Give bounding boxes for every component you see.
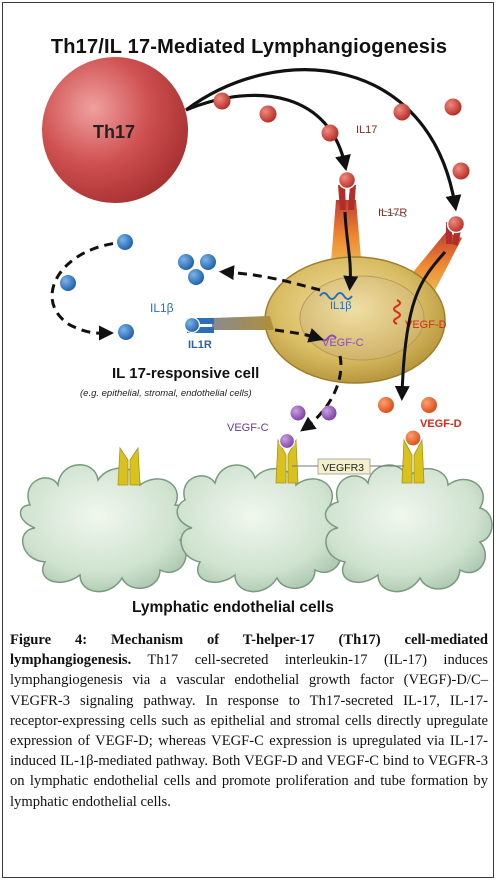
vegfr3-receptor-left [117, 446, 141, 486]
vegfd-molecules [378, 397, 437, 413]
il1b-molecules [60, 234, 216, 340]
vegfd-mrna [393, 299, 401, 325]
il17r-label: IL17R [378, 207, 407, 219]
th17-cell: Th17 [42, 57, 188, 203]
il17-label: IL17 [356, 124, 377, 136]
vegfc-outer-label: VEGF-C [227, 422, 269, 434]
caption-figure-label: Figure 4: Mechanism of T-helper-17 (Th17… [10, 632, 488, 669]
il17r-receptor-right [446, 214, 466, 246]
il17-responsive-cell [212, 200, 462, 384]
lymphatic-cells-label: Lymphatic endothelial cells [132, 599, 334, 616]
vegfr3-receptor-right [401, 429, 425, 484]
il1b-inner-label: IL1β [330, 300, 352, 312]
lymphangiogenesis-diagram: Th17 IL17 IL17R IL1β [19, 57, 493, 616]
il17-secretion-arrows [185, 68, 462, 212]
il1r-receptor [183, 316, 214, 334]
vegfc-inner-label: VEGF-C [322, 337, 364, 349]
diagram-title: Th17/IL 17-Mediated Lymphangiogenesis [50, 36, 448, 58]
lymphatic-cells [19, 464, 493, 593]
vegfr3-receptor-middle [275, 432, 299, 484]
caption-text: Th17 cell-secreted interleukin-17 (IL-17… [10, 652, 488, 810]
responsive-cell-sublabel: (e.g. epithelial, stromal, endothelial c… [80, 388, 252, 399]
dashed-arrows [50, 240, 343, 432]
signaling-arrows [343, 211, 447, 401]
vegfd-inner-label: VEGF-D [405, 319, 447, 331]
figure-caption: Figure 4: Mechanism of T-helper-17 (Th17… [10, 630, 488, 812]
il17-molecules [213, 92, 470, 180]
vegfc-molecules [290, 405, 337, 421]
vegfr3-label-box: VEGFR3 [292, 458, 404, 475]
vegfr3-label: VEGFR3 [322, 462, 364, 474]
il1b-outer-label: IL1β [150, 301, 174, 315]
il17r-receptor-left [337, 170, 357, 210]
il1b-mrna [319, 292, 353, 300]
responsive-cell-label: IL 17-responsive cell [112, 365, 259, 382]
vegfd-outer-label: VEGF-D [420, 418, 462, 430]
il1r-label: IL1R [188, 339, 212, 351]
th17-label: Th17 [93, 122, 135, 142]
